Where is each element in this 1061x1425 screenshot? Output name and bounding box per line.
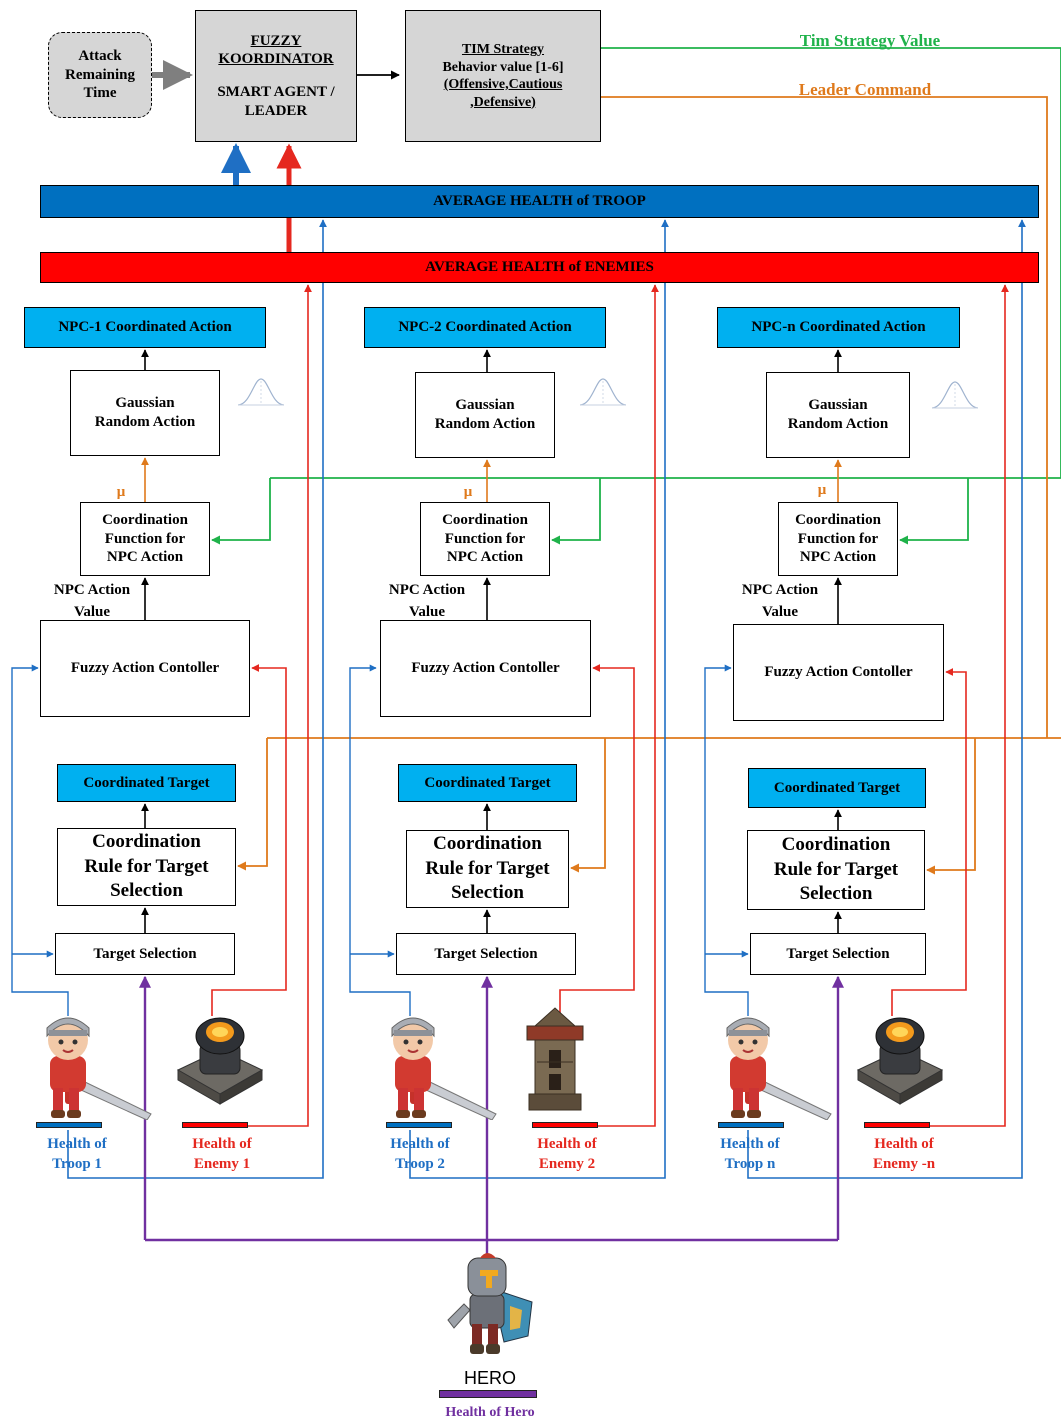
target-selection-box: Target Selection: [396, 933, 576, 975]
tim-strategy-box: TIM Strategy Behavior value [1-6] (Offen…: [405, 10, 601, 142]
average-health-enemies-bar: AVERAGE HEALTH of ENEMIES: [40, 252, 1039, 283]
coordination-function-box: Coordination Function for NPC Action: [420, 502, 550, 576]
troop-health-label: Health of Troop n: [720, 1136, 780, 1173]
troop-health-label: Health of Troop 1: [47, 1136, 107, 1173]
leader-to-rule-arrow: [926, 738, 976, 875]
hero-knight-icon: [440, 1250, 540, 1365]
tim-strategy-value-label: Tim Strategy Value: [799, 31, 941, 50]
troop-health-bar: [718, 1122, 784, 1128]
troop-soldier-icon: [705, 1010, 835, 1125]
tim-to-coordination-arrow: [899, 478, 969, 545]
enemy-health-bar: [532, 1122, 598, 1128]
enemy-to-fuzzy-arrow: [891, 668, 967, 1016]
gaussian-random-action-box: Gaussian Random Action: [766, 372, 910, 458]
coordination-function-box: Coordination Function for NPC Action: [778, 502, 898, 576]
enemy-health-label: Health of Enemy 1: [192, 1136, 252, 1173]
troop-soldier-icon: [370, 1010, 500, 1125]
leader-command-line: [601, 96, 1048, 738]
coordination-rule-box: Coordination Rule for Target Selection: [406, 830, 569, 908]
enemy-cannon-icon: [170, 1010, 270, 1111]
coordinated-target-box: Coordinated Target: [398, 764, 577, 802]
hero-label: HERO: [463, 1368, 516, 1388]
average-health-troop-bar: AVERAGE HEALTH of TROOP: [40, 185, 1039, 218]
enemy-cannon-icon: [850, 1010, 950, 1111]
leader-to-rule-arrow: [237, 738, 268, 871]
target-selection-box: Target Selection: [750, 933, 926, 975]
coordinated-target-box: Coordinated Target: [748, 768, 926, 808]
npc-coordinated-action-box: NPC-n Coordinated Action: [717, 307, 960, 348]
enemy-tower-icon: [515, 1004, 595, 1119]
troop-to-fuzzy-arrow: [349, 664, 411, 1016]
troop-to-average-arrow: [747, 219, 1026, 1179]
fuzzy-action-controller-box: Fuzzy Action Contoller: [380, 620, 591, 717]
coordination-rule-box: Coordination Rule for Target Selection: [57, 828, 236, 906]
hero-health-label: Health of Hero: [445, 1405, 535, 1420]
troop-to-fuzzy-arrow: [11, 664, 69, 1016]
coordinator-subtitle: SMART AGENT / LEADER: [217, 84, 335, 119]
fuzzy-action-controller-box: Fuzzy Action Contoller: [40, 620, 250, 717]
enemy-health-bar: [182, 1122, 248, 1128]
gaussian-curve-icon: [578, 377, 628, 412]
coordination-rule-box: Coordination Rule for Target Selection: [747, 830, 925, 910]
tim-strategy-title: TIM Strategy: [461, 42, 545, 57]
fuzzy-action-controller-box: Fuzzy Action Contoller: [733, 624, 944, 721]
mu-label: μ: [116, 484, 126, 500]
npc-action-value-label: NPC Action Value: [741, 582, 819, 620]
gaussian-curve-icon: [236, 377, 286, 412]
enemy-health-bar: [864, 1122, 930, 1128]
coordinator-title: FUZZY KOORDINATOR: [218, 32, 334, 68]
leader-command-label: Leader Command: [798, 80, 932, 99]
coordination-function-box: Coordination Function for NPC Action: [80, 502, 210, 576]
npc-action-value-label: NPC Action Value: [53, 582, 131, 620]
enemy-to-average-arrow: [596, 284, 659, 1127]
tim-to-coordination-arrow: [211, 478, 271, 545]
troop-health-label: Health of Troop 2: [390, 1136, 450, 1173]
enemy-to-fuzzy-arrow: [559, 664, 635, 1016]
leader-to-rule-arrow: [570, 738, 606, 873]
troop-health-bar: [36, 1122, 102, 1128]
gaussian-random-action-box: Gaussian Random Action: [70, 370, 220, 456]
troop-health-bar: [386, 1122, 452, 1128]
tim-behavior-options: (Offensive,Cautious ,Defensive): [443, 77, 563, 110]
enemy-to-average-arrow: [248, 284, 312, 1127]
troop-to-average-arrow: [409, 219, 669, 1179]
gaussian-curve-icon: [930, 380, 980, 415]
mu-label: μ: [817, 482, 827, 498]
npc-coordinated-action-box: NPC-2 Coordinated Action: [364, 307, 606, 348]
hero-health-bar: [439, 1390, 537, 1398]
troop-to-fuzzy-arrow: [704, 664, 749, 1016]
troop-to-average-arrow: [67, 219, 327, 1179]
gaussian-random-action-box: Gaussian Random Action: [415, 372, 555, 458]
fuzzy-coordinator-box: FUZZY KOORDINATOR SMART AGENT / LEADER: [195, 10, 357, 142]
enemy-health-label: Health of Enemy -n: [872, 1136, 936, 1173]
enemy-to-fuzzy-arrow: [211, 664, 287, 1016]
npc-action-value-label: NPC Action Value: [388, 582, 466, 620]
npc-coordinated-action-box: NPC-1 Coordinated Action: [24, 307, 266, 348]
attack-remaining-time-box: Attack Remaining Time: [48, 32, 152, 118]
coordinated-target-box: Coordinated Target: [57, 764, 236, 802]
target-selection-box: Target Selection: [55, 933, 235, 975]
troop-soldier-icon: [25, 1010, 155, 1125]
enemy-to-average-arrow: [928, 284, 1009, 1127]
enemy-health-label: Health of Enemy 2: [537, 1136, 597, 1173]
tim-to-coordination-arrow: [551, 478, 601, 545]
tim-behavior-value: Behavior value [1-6]: [442, 59, 564, 75]
mu-label: μ: [463, 484, 473, 500]
